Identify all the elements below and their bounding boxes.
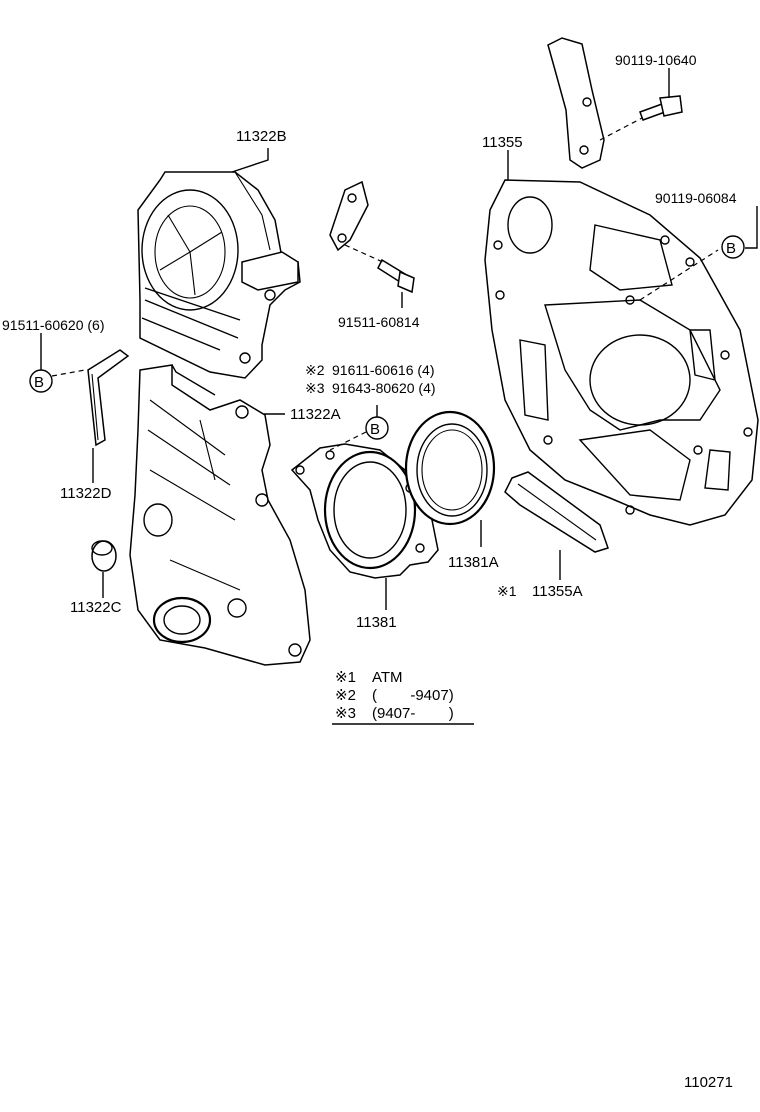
label-11322d: 11322D [60,485,112,502]
label-11381: 11381 [356,614,397,631]
label-11381a: 11381A [448,554,499,571]
label-11322c: 11322C [70,599,122,616]
legend-row3-mark: ※3 [335,705,356,722]
legend: ※1 ATM ※2 ( -9407) ※3 (9407- ) [332,669,474,725]
diagram-code: 110271 [684,1074,733,1091]
lower-timing-cover [129,364,311,666]
ref-b-right: B [721,235,745,259]
label-91511-60814: 91511-60814 [338,314,420,330]
legend-row3-text: (9407- ) [372,705,454,722]
label-91511-60620: 91511-60620 (6) [2,317,104,333]
note1-mark: ※1 [497,583,517,599]
bolt-91511-60814 [377,258,415,294]
label-90119-10640: 90119-10640 [615,52,697,68]
label-11322b: 11322B [236,128,287,145]
legend-row1-text: ATM [372,669,403,686]
end-plate-11355 [484,179,759,526]
legend-row2-text: ( -9407) [372,687,454,704]
ref-b-left: B [29,369,53,393]
ref-b-middle: B [365,416,389,440]
seal-11355a [504,471,609,553]
label-91643-80620: 91643-80620 (4) [332,380,436,396]
label-91611-60616: 91611-60616 (4) [332,362,434,378]
label-11355a: 11355A [532,583,583,600]
engine-hanger-small [329,180,369,252]
engine-hanger-top [547,37,605,169]
legend-row1-mark: ※1 [335,669,356,686]
legend-row2-mark: ※2 [335,687,356,704]
note3-mark: ※3 [305,380,325,396]
plug-11322c [91,540,117,572]
note2-mark: ※2 [305,362,325,378]
ref-b-right-letter: B [726,240,736,257]
gasket-11322d [87,349,130,447]
bolt-90119-10640 [639,95,683,121]
upper-timing-cover [137,171,301,379]
oil-seal-11381a [404,410,496,526]
oil-seal-retainer-11381 [290,443,439,579]
label-11355: 11355 [482,134,523,151]
label-90119-06084: 90119-06084 [655,190,737,206]
ref-b-middle-letter: B [370,421,380,438]
ref-b-left-letter: B [34,374,44,391]
leader-lines [40,68,758,610]
label-11322a: 11322A [290,406,341,423]
